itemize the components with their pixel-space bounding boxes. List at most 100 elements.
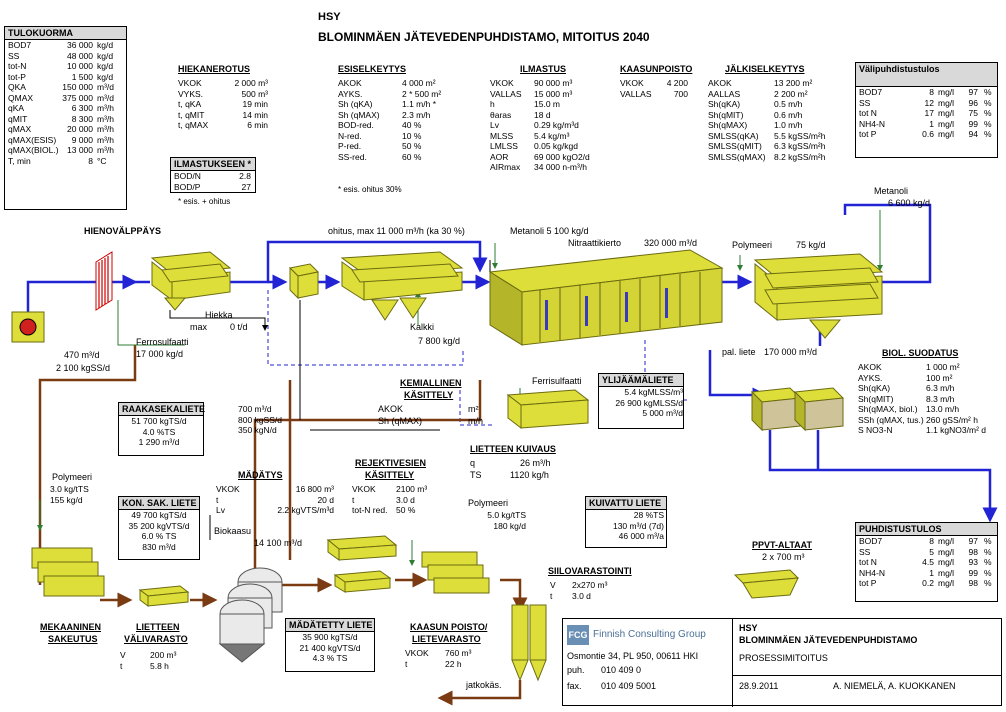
kasittely-title: KÄSITTELY [404, 390, 454, 400]
hiekka-label: Hiekka [205, 310, 233, 320]
ppvt-title: PPVT-ALTAAT [752, 540, 812, 550]
tulokuorma-row-cell: °C [97, 155, 107, 166]
raakasekaliete-row-cell: 1 290 m³/d [138, 437, 180, 447]
pal-liete-box: pal. liete 170 000 m³/d [718, 346, 830, 360]
jalkiselkeytys-row-cell: SMLSS(qMIT) [708, 141, 762, 151]
tulokuorma-row-cell: m³/h [97, 103, 114, 113]
biol-suodatus-row-cell: SSh (qMAX, tus.) [858, 414, 924, 425]
ilmastukseen-row-cell: 27 [241, 181, 251, 192]
esiselkeytys-row-cell: 4 000 m² [402, 78, 436, 88]
rejektivesien-row-cell: 3.0 d [396, 494, 415, 505]
raakasekaliete-side-row: 350 kgN/d [238, 425, 298, 436]
distribution-chamber [288, 263, 320, 300]
kuivattu-liete-row-cell: 46 000 m³/a [618, 531, 664, 541]
kem-sh-label: Sh (qMAX) [378, 416, 423, 426]
raakasekaliete-row: 1 290 m³/d [119, 437, 203, 448]
kem-a-label: AKOK [378, 404, 404, 414]
kaasun-poisto-row-cell: 760 m³ [445, 648, 472, 658]
hiekanerotus-row-cell: 19 min [242, 99, 268, 109]
madatetty-liete-row-cell: 35 900 kgTS/d [302, 632, 358, 642]
tulokuorma-row-cell: tot-N [8, 61, 27, 71]
tulokuorma-row-cell: 10 000 [67, 61, 93, 71]
ilmastus-row-cell: 69 000 kgO2/d [534, 151, 590, 162]
puhdistustulos-row-cell: tot N [859, 557, 877, 567]
puhdistustulos-row-cell: 99 [968, 567, 978, 578]
biol-suodatus-row-cell: Sh(qMIT) [858, 393, 894, 404]
tulokuorma-row-cell: SS [8, 50, 20, 61]
polymeeri3-row-cell: 180 kg/d [493, 520, 526, 531]
kuivattu-liete-row: 130 m³/d (7d) [586, 521, 666, 532]
esiselkeytys-row: Sh (qKA)1.1 m/h * [338, 99, 468, 110]
esiselkeytys-row-cell: P-red. [338, 141, 362, 151]
valipuhdistus-row-cell: 94 [968, 129, 978, 139]
ilmastus-row-cell: LMLSS [490, 141, 518, 151]
tulokuorma-row-cell: 20 000 [67, 124, 93, 134]
tb-authors: A. NIEMELÄ, A. KUOKKANEN [833, 681, 956, 691]
valipuhdistus-row-cell: 1 [929, 118, 934, 129]
ylijaamaliete-row: 5.4 kgMLSS/m³ [599, 387, 683, 398]
valipuhdistus-row-cell: 8 [929, 87, 934, 97]
kalkki-label: Kalkki [410, 322, 435, 332]
ylijaamaliete-row-cell: 26 900 kgMLSS/d [615, 397, 683, 408]
jalkiselkeytys-row-cell: 6.3 kgSS/m²h [774, 141, 826, 151]
lietteen-title: LIETTEEN [136, 622, 180, 632]
tulokuorma-row-cell: 6 300 [71, 103, 93, 113]
raakasekaliete-side-row-cell: 700 m³/d [238, 404, 272, 414]
reject-water-tank [326, 535, 398, 561]
jalkiselkeytys-row-cell: SMLSS(qKA) [708, 130, 759, 141]
hiekanerotus-row-cell: t, qMIT [178, 109, 205, 120]
nitraattikierto-label: Nitraattikierto [568, 238, 622, 248]
polymeeri2-row-cell: 3.0 kg/tTS [50, 484, 89, 494]
title-block: FCG Finnish Consulting Group Osmontie 34… [562, 618, 1002, 707]
kuivattu-liete-row-cell: 130 m³/d (7d) [612, 520, 664, 531]
kaasunpoisto-row-cell: VKOK [620, 78, 644, 88]
valivarasto-row-cell: t [120, 660, 123, 671]
digesters [218, 567, 283, 663]
valipuhdistus-row-cell: % [984, 129, 992, 139]
ilmastus-row-cell: 5.4 kg/m³ [534, 130, 570, 141]
konsak-liete-row: 49 700 kgTS/d [119, 510, 199, 521]
phone-value: 010 409 0 [601, 665, 642, 675]
hiekanerotus-title: HIEKANEROTUS [178, 64, 251, 74]
biol-suodatus-row: AYKS.100 m² [858, 373, 998, 384]
kaasun-poisto-title: KAASUN POISTO/ [410, 622, 488, 632]
hienovalppays-label: HIENOVÄLPPÄYS [84, 226, 162, 236]
jalkiselkeytys-row: Sh(qKA)0.5 m/h [708, 99, 848, 110]
kemiallinen-title: KEMIALLINEN [400, 378, 462, 388]
lk-q-label: q [470, 458, 476, 468]
ylijaamaliete-row-cell: 5 000 m³/d [642, 408, 683, 418]
lietteen-kuivaus-title: LIETTEEN KUIVAUS [470, 444, 556, 454]
madatys-row-cell: Lv [216, 505, 225, 515]
konsak-liete-row-cell: 35 200 kgVTS/d [128, 520, 190, 531]
kaasunpoisto-title: KAASUNPOISTO [620, 64, 693, 74]
biol-suodatus-row-cell: 6.3 m/h [926, 383, 955, 393]
tulokuorma-row-cell: QKA [8, 82, 26, 92]
tulokuorma-row-cell: kg/d [97, 71, 114, 82]
valivarasto-row-cell: 5.8 h [150, 660, 169, 671]
jalkiselkeytys-row: SMLSS(qMAX)8.2 kgSS/m²h [708, 152, 848, 163]
tulokuorma-row-cell: m³/h [97, 134, 114, 145]
biol-suodatus-row: Sh(qMAX, biol.)13.0 m/h [858, 404, 998, 415]
rejektivesien-row-cell: 50 % [396, 505, 416, 515]
biokaasu-label: Biokaasu [214, 526, 252, 536]
esiselkeytys-title: ESISELKEYTYS [338, 64, 407, 74]
valipuhdistus-row-cell: SS [859, 97, 871, 108]
ohitus-label: ohitus, max 11 000 m³/h (ka 30 %) [328, 226, 465, 236]
